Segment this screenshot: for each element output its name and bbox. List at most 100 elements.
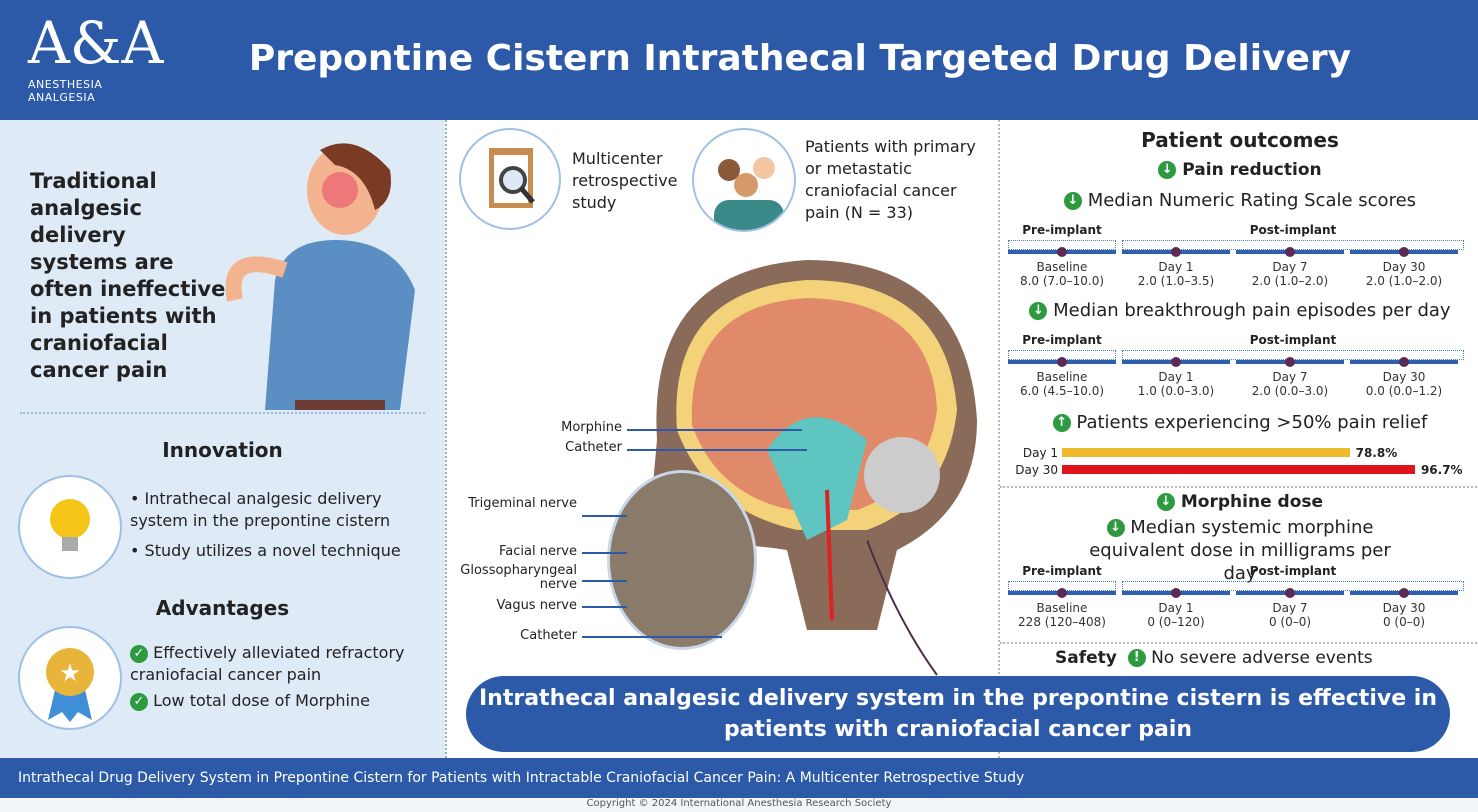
down-arrow-icon: ↓	[1063, 192, 1082, 210]
safety-row: Safety ! No severe adverse events	[1055, 648, 1373, 668]
label-glossopharyngeal-nerve: Glossopharyngeal nerve	[460, 563, 577, 592]
study-design: Multicenter retrospective study	[572, 149, 678, 212]
divider	[1000, 642, 1478, 644]
lightbulb-icon	[18, 475, 122, 579]
divider	[1000, 486, 1478, 488]
label-catheter-inset: Catheter	[520, 628, 577, 643]
copyright: Copyright © 2024 International Anesthesi…	[0, 798, 1478, 812]
pre-implant-label: Pre-implant	[1022, 564, 1102, 578]
relief-title: ↑ Patients experiencing >50% pain relief	[1000, 412, 1478, 433]
svg-text:★: ★	[59, 659, 81, 687]
timeline-point	[1399, 247, 1409, 257]
timeline-point	[1171, 357, 1181, 367]
down-arrow-icon: ↓	[1106, 519, 1125, 537]
clipboard-search-icon	[459, 128, 561, 230]
pain-reduction-heading: ↓ Pain reduction	[1000, 160, 1478, 180]
post-implant-label: Post-implant	[1249, 564, 1337, 578]
safety-text: No severe adverse events	[1151, 648, 1373, 668]
bar-fill	[1062, 465, 1415, 474]
bar-value: 78.8%	[1355, 445, 1398, 460]
footer-citation: Intrathecal Drug Delivery System in Prep…	[0, 758, 1478, 798]
pre-implant-label: Pre-implant	[1022, 223, 1102, 237]
bte-title: ↓ Median breakthrough pain episodes per …	[1000, 300, 1478, 321]
conclusion-banner: Intrathecal analgesic delivery system in…	[466, 676, 1450, 752]
relief-bar-day30: Day 30 96.7%	[1010, 461, 1470, 478]
innovation-item: • Intrathecal analgesic delivery system …	[130, 489, 391, 530]
timeline-point	[1285, 588, 1295, 598]
arrow	[582, 606, 627, 608]
timeline-point	[1285, 247, 1295, 257]
timeline-point	[1171, 588, 1181, 598]
distressed-patient-illustration	[225, 143, 415, 410]
innovation-list: • Intrathecal analgesic delivery system …	[130, 488, 430, 562]
outcomes-heading: Patient outcomes	[1141, 128, 1339, 152]
timeline-point	[1057, 247, 1067, 257]
timeline-point	[1399, 588, 1409, 598]
innovation-heading: Innovation	[162, 438, 283, 462]
label-morphine: Morphine	[561, 420, 622, 435]
advantage-item: ✓ Low total dose of Morphine	[130, 690, 430, 712]
morphine-dose-heading: ↓ Morphine dose	[1000, 492, 1478, 512]
down-arrow-icon: ↓	[1029, 302, 1048, 320]
post-implant-label: Post-implant	[1249, 223, 1337, 237]
advantages-list: ✓ Effectively alleviated refractory cran…	[130, 642, 430, 712]
safety-label: Safety	[1055, 648, 1117, 668]
relief-bar-chart: Day 1 78.8% Day 30 96.7%	[1010, 444, 1470, 478]
bar-value: 96.7%	[1420, 462, 1463, 477]
mme-title: ↓ Median systemic morphine equivalent do…	[1089, 517, 1391, 584]
label-catheter: Catheter	[565, 440, 622, 455]
post-implant-label: Post-implant	[1249, 333, 1337, 347]
timeline-point	[1171, 247, 1181, 257]
divider	[20, 412, 425, 414]
advantages-heading: Advantages	[155, 596, 290, 620]
nerve-inset-illustration	[607, 470, 757, 650]
arrow	[627, 429, 802, 431]
label-facial-nerve: Facial nerve	[499, 544, 577, 559]
check-icon: ✓	[130, 644, 148, 663]
check-icon: ✓	[130, 692, 148, 711]
bar-label: Day 1	[1022, 445, 1058, 460]
logo-mark: A&A	[28, 9, 164, 77]
timeline-point	[1399, 357, 1409, 367]
up-arrow-icon: ↑	[1052, 414, 1071, 432]
header: A&A ANESTHESIA ANALGESIA Prepontine Cist…	[0, 0, 1478, 120]
advantage-item: ✓ Effectively alleviated refractory cran…	[130, 643, 405, 684]
problem-statement: Traditional analgesic delivery systems a…	[30, 169, 226, 382]
arrow	[627, 449, 807, 451]
page-title: Prepontine Cistern Intrathecal Targeted …	[248, 38, 1352, 79]
outcomes-panel: Patient outcomes ↓ Pain reduction ↓ Medi…	[998, 120, 1478, 758]
medal-icon: ★	[18, 626, 122, 730]
down-arrow-icon: ↓	[1158, 161, 1177, 179]
bar-label: Day 30	[1015, 462, 1058, 477]
arrow	[582, 636, 722, 638]
journal-logo: A&A ANESTHESIA ANALGESIA	[28, 8, 164, 108]
relief-bar-day1: Day 1 78.8%	[1010, 444, 1470, 461]
patient-population: Patients with primary or metastatic cran…	[805, 137, 976, 222]
timeline-point	[1057, 357, 1067, 367]
down-arrow-icon: ↓	[1156, 493, 1175, 511]
nrs-title: ↓ Median Numeric Rating Scale scores	[1000, 190, 1478, 211]
label-trigeminal-nerve: Trigeminal nerve	[468, 496, 577, 511]
label-vagus-nerve: Vagus nerve	[496, 598, 577, 613]
exclamation-icon: !	[1127, 649, 1146, 667]
innovation-item: • Study utilizes a novel technique	[130, 541, 401, 560]
pre-implant-label: Pre-implant	[1022, 333, 1102, 347]
left-panel: Traditional analgesic delivery systems a…	[0, 120, 445, 758]
arrow	[582, 580, 627, 582]
bar-fill	[1062, 448, 1350, 457]
arrow	[582, 552, 627, 554]
timeline-point	[1057, 588, 1067, 598]
catheter-line	[867, 540, 938, 676]
logo-line2: ANALGESIA	[28, 91, 96, 104]
